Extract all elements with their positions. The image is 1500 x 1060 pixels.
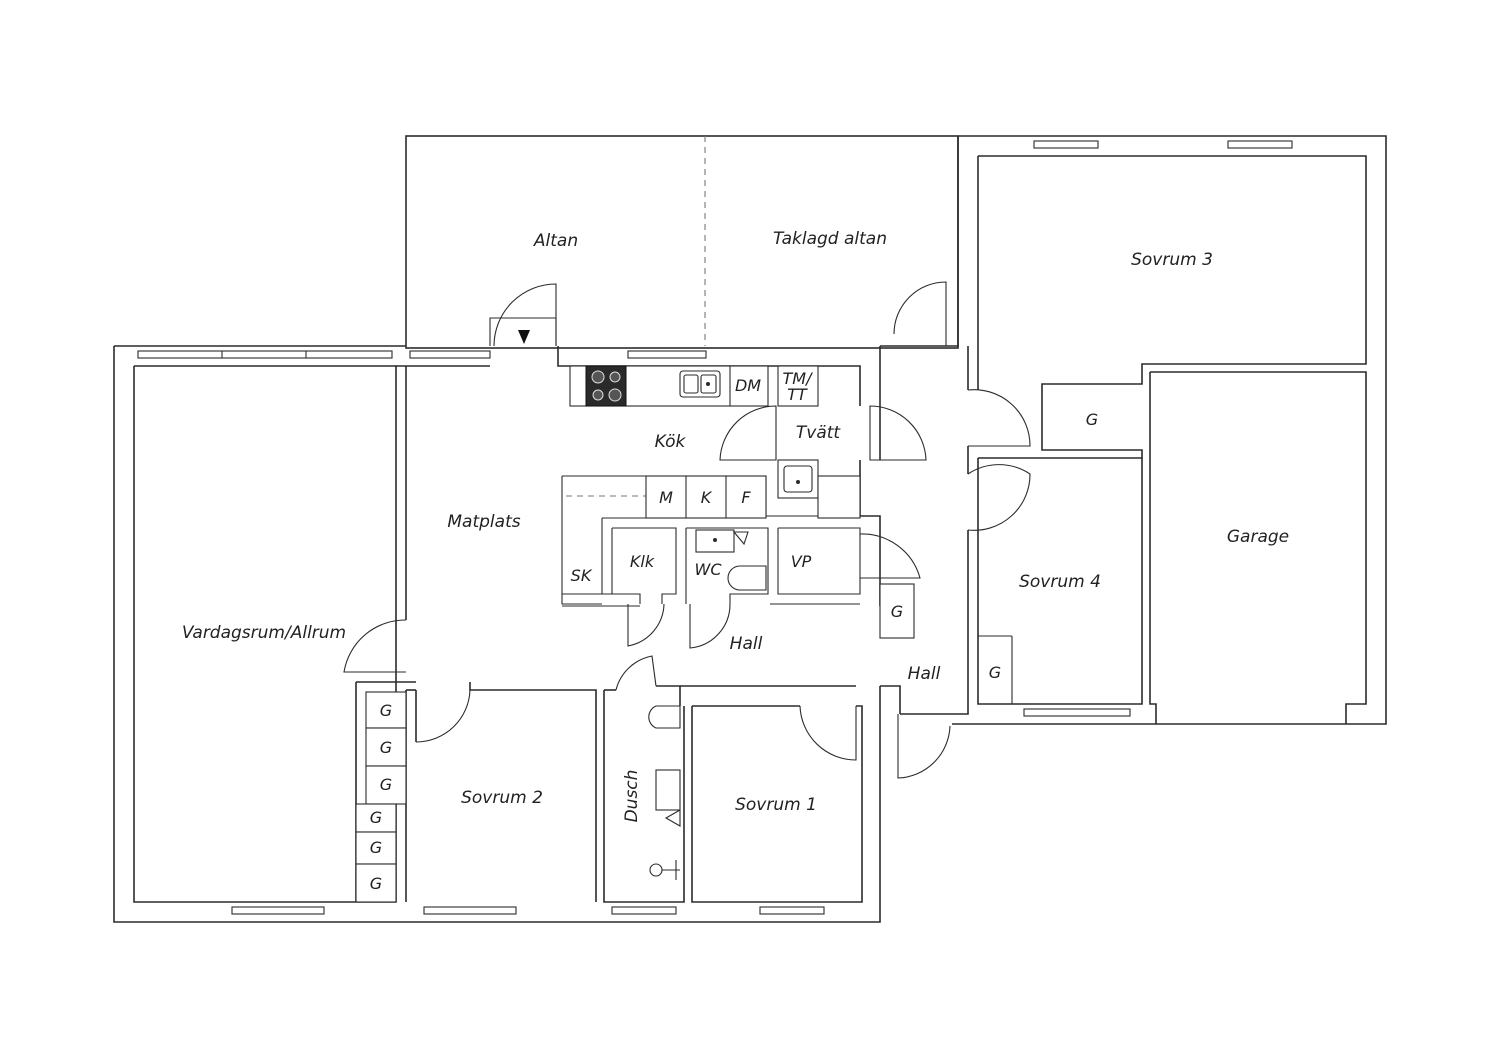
fixture-label-m: M	[659, 488, 673, 507]
laundry-sink-icon	[777, 459, 819, 499]
room-label-garage: Garage	[1227, 527, 1289, 547]
dusch-fixtures	[648, 705, 681, 880]
fixture-label-g: G	[370, 874, 382, 893]
room-label-sovrum-3: Sovrum 3	[1131, 250, 1213, 270]
room-label-hall-2: Hall	[908, 664, 941, 684]
room-label-hall-1: Hall	[730, 634, 763, 654]
room-label-matplats: Matplats	[447, 512, 520, 532]
room-label-sovrum-4: Sovrum 4	[1019, 572, 1101, 592]
fixture-label-g: G	[380, 738, 392, 757]
room-label-wc: WC	[695, 560, 723, 579]
room-label-vardagsrum: Vardagsrum/Allrum	[182, 623, 346, 643]
room-label-taklagd-altan: Taklagd altan	[773, 229, 887, 249]
room-label-vp: VP	[791, 552, 812, 571]
windows	[137, 140, 1293, 915]
fixture-label-g: G	[380, 775, 392, 794]
doors	[343, 281, 1031, 779]
appliance-row	[566, 475, 861, 519]
room-label-sk: SK	[571, 566, 593, 585]
kitchen-sink-icon	[679, 370, 721, 398]
room-label-tvatt: Tvätt	[796, 423, 842, 443]
stove-icon	[585, 365, 627, 407]
storage-cabinets	[355, 583, 915, 903]
fixture-label-g: G	[989, 663, 1001, 682]
fixture-label-dm: DM	[735, 376, 761, 395]
room-label-kok: Kök	[655, 432, 687, 452]
room-label-altan: Altan	[533, 231, 578, 251]
room-label-sovrum-1: Sovrum 1	[735, 795, 817, 815]
fixture-label-k: K	[701, 488, 713, 507]
room-label-sovrum-2: Sovrum 2	[461, 788, 543, 808]
room-label-klk: Klk	[630, 552, 655, 571]
fixture-label-tm: TM/	[783, 369, 814, 388]
fixture-label-tt: TT	[787, 385, 808, 404]
fixture-label-g: G	[370, 838, 382, 857]
wc-fixtures	[695, 529, 767, 591]
fixture-label-g: G	[370, 808, 382, 827]
fixture-label-f: F	[741, 488, 751, 507]
fixture-label-g: G	[380, 701, 392, 720]
fixture-label-g: G	[891, 602, 903, 621]
fixture-label-g: G	[1086, 410, 1098, 429]
room-label-dusch: Dusch	[622, 770, 642, 823]
